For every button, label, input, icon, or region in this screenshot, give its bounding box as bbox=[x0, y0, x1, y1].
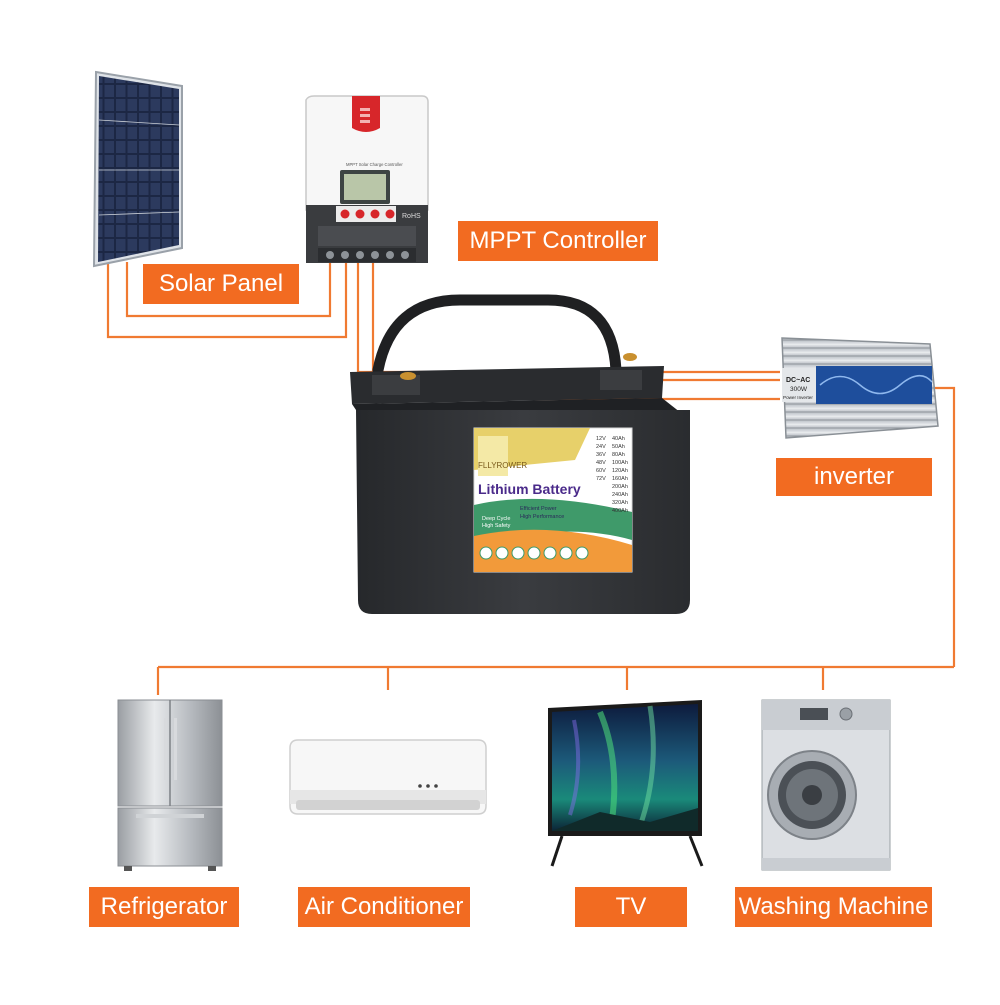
wire-panel-controller-1 bbox=[106, 262, 348, 339]
capacity-item: 400Ah bbox=[612, 508, 628, 514]
inverter-line-1: DC~AC bbox=[786, 377, 810, 384]
inverter-image: DC~AC 300W Power Inverter bbox=[781, 337, 939, 439]
inverter-line-2: 300W bbox=[790, 386, 808, 393]
label-mppt-controller: MPPT Controller bbox=[458, 221, 658, 261]
capacity-item: 240Ah bbox=[612, 492, 628, 498]
voltage-item: 48V bbox=[596, 460, 606, 466]
label-refrigerator: Refrigerator bbox=[89, 887, 239, 927]
tv-image bbox=[548, 700, 704, 867]
wire-inverter-output bbox=[930, 386, 956, 667]
voltage-item: 12V bbox=[596, 436, 606, 442]
battery-feature-1: Deep Cycle bbox=[482, 516, 510, 522]
battery-voltage-list: 12V 24V 36V 48V 60V 72V bbox=[596, 436, 606, 482]
battery-brand: FLLYROWER bbox=[478, 461, 527, 470]
label-air-conditioner: Air Conditioner bbox=[298, 887, 470, 927]
controller-screen-text: MPPT Solar Charge Controller bbox=[346, 162, 403, 167]
battery-capacity-list: 40Ah 50Ah 80Ah 100Ah 120Ah 160Ah 200Ah 2… bbox=[612, 436, 628, 514]
battery-sticker: FLLYROWER Lithium Battery Deep Cycle Eff… bbox=[473, 427, 633, 573]
mppt-controller-image: MPPT Solar Charge Controller RoHS bbox=[305, 95, 429, 263]
solar-panel-image bbox=[92, 70, 183, 268]
battery-feature-4: High Performance bbox=[520, 514, 564, 520]
air-conditioner-image bbox=[289, 739, 487, 815]
capacity-item: 40Ah bbox=[612, 436, 625, 442]
battery-feature-2: Efficient Power bbox=[520, 506, 557, 512]
voltage-item: 36V bbox=[596, 452, 606, 458]
battery-feature-3: High Safety bbox=[482, 523, 511, 529]
battery-title: Lithium Battery bbox=[478, 481, 581, 497]
voltage-item: 72V bbox=[596, 476, 606, 482]
label-solar-panel: Solar Panel bbox=[143, 264, 299, 304]
capacity-item: 100Ah bbox=[612, 460, 628, 466]
capacity-item: 200Ah bbox=[612, 484, 628, 490]
capacity-item: 50Ah bbox=[612, 444, 625, 450]
rohs-badge: RoHS bbox=[402, 213, 421, 220]
label-washing-machine: Washing Machine bbox=[735, 887, 932, 927]
capacity-item: 120Ah bbox=[612, 468, 628, 474]
voltage-item: 60V bbox=[596, 468, 606, 474]
refrigerator-image bbox=[117, 699, 223, 871]
capacity-item: 320Ah bbox=[612, 500, 628, 506]
voltage-item: 24V bbox=[596, 444, 606, 450]
label-tv: TV bbox=[575, 887, 687, 927]
washing-machine-image bbox=[761, 699, 891, 871]
capacity-item: 80Ah bbox=[612, 452, 625, 458]
inverter-line-3: Power Inverter bbox=[783, 395, 813, 400]
label-inverter: inverter bbox=[776, 458, 932, 496]
battery-usage-icons bbox=[479, 546, 589, 560]
capacity-item: 160Ah bbox=[612, 476, 628, 482]
wire-panel-controller-2 bbox=[125, 262, 332, 318]
